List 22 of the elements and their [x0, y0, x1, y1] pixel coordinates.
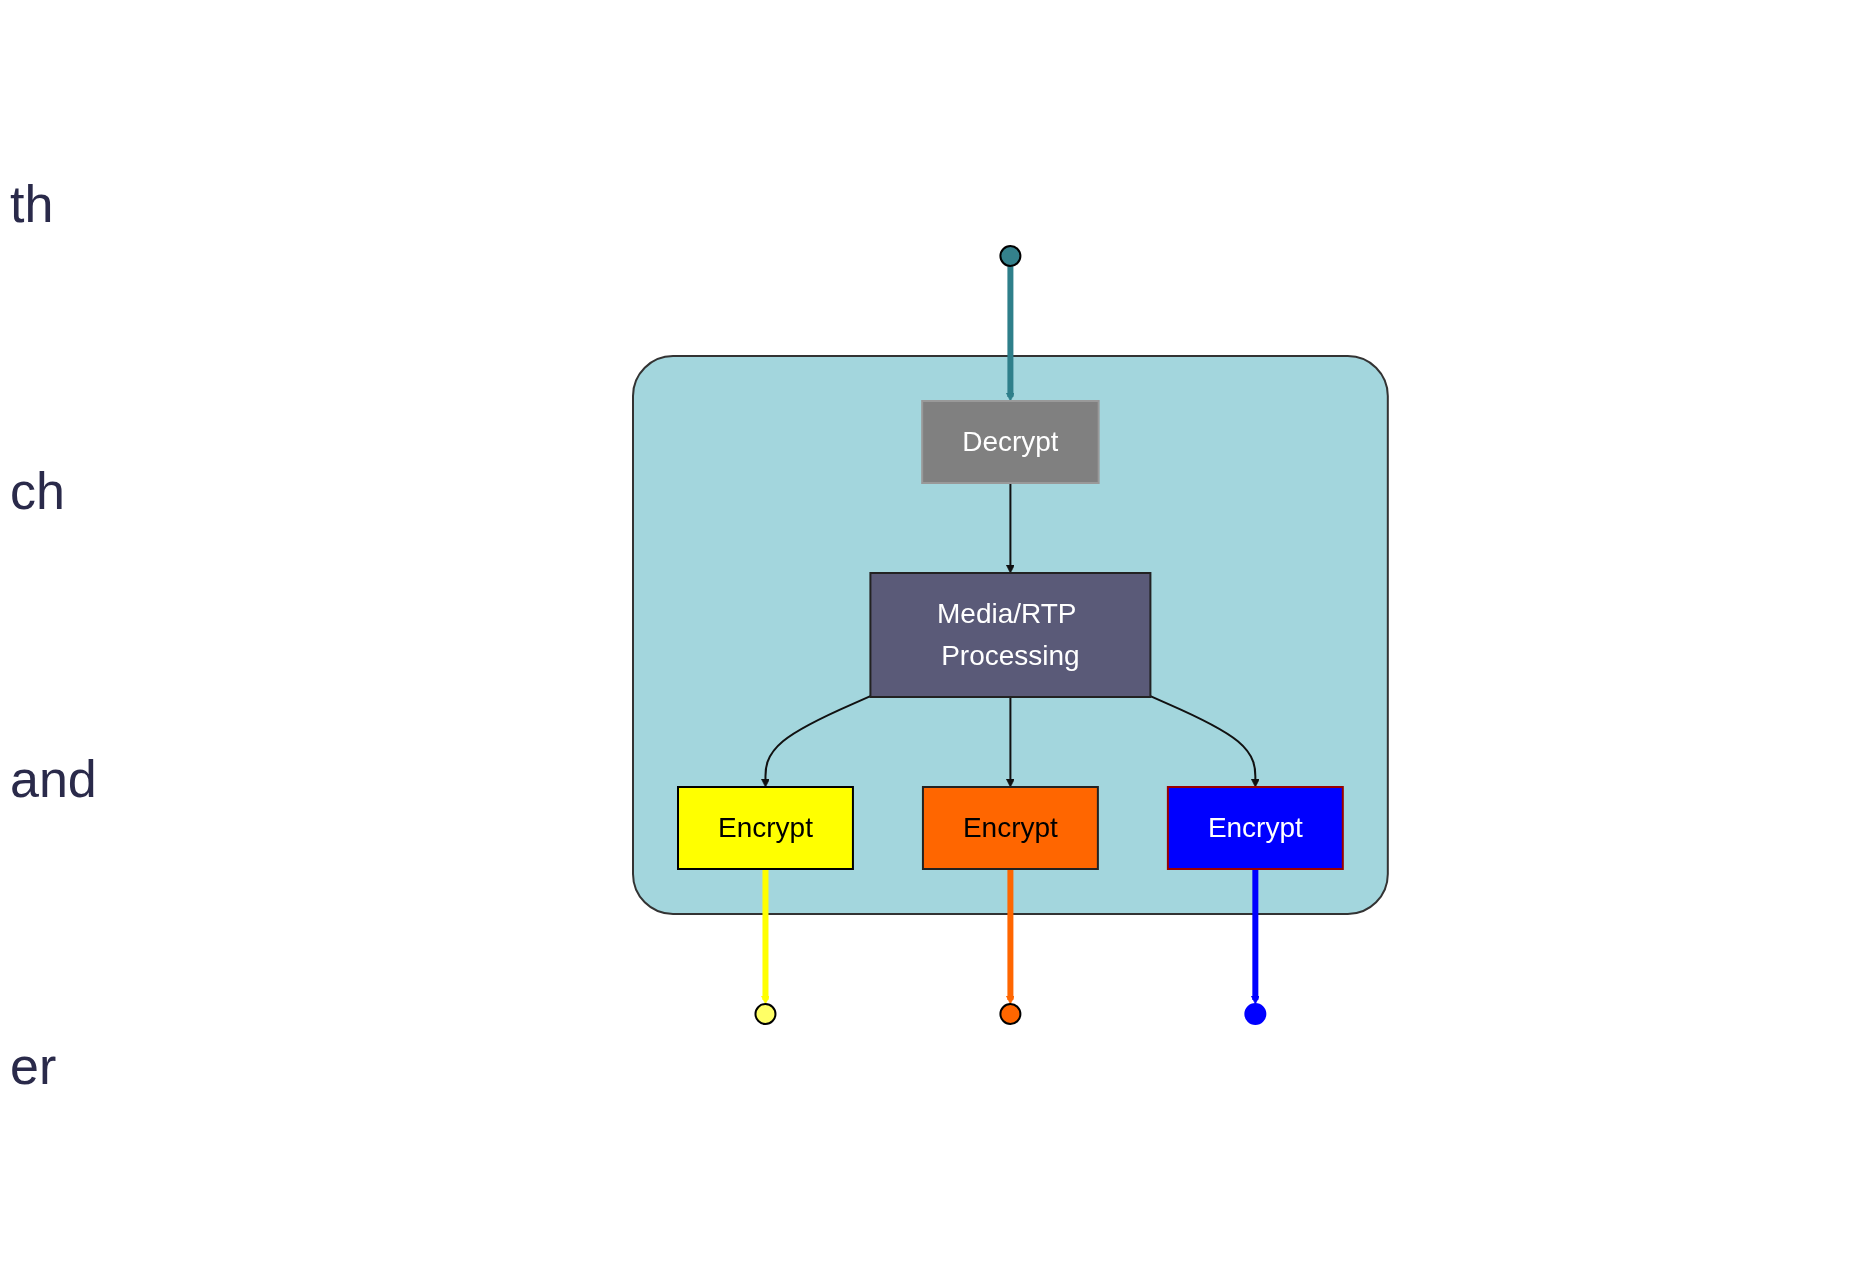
node-box: Decrypt	[920, 400, 1100, 484]
node-circle	[1243, 1003, 1266, 1025]
node-circle	[999, 1003, 1021, 1025]
cluster	[631, 355, 1389, 915]
arrow	[760, 869, 770, 1005]
side-text: and	[10, 748, 98, 809]
arrow	[1005, 696, 1015, 788]
node-box: Encrypt	[676, 786, 854, 870]
node-circle	[999, 245, 1021, 267]
arrow	[1005, 869, 1015, 1005]
side-text: ch	[10, 461, 66, 522]
side-text: er	[10, 1036, 58, 1097]
arrow	[1149, 695, 1260, 788]
node-box: Encrypt	[1166, 786, 1344, 870]
node-circle	[754, 1003, 777, 1025]
arrow	[1005, 482, 1015, 574]
node-box: Encrypt	[921, 786, 1099, 870]
node-box: Media/RTP Processing	[869, 572, 1151, 698]
side-text: th	[10, 173, 55, 234]
arrow	[760, 695, 871, 788]
arrow	[1005, 266, 1015, 402]
arrow	[1250, 869, 1260, 1005]
